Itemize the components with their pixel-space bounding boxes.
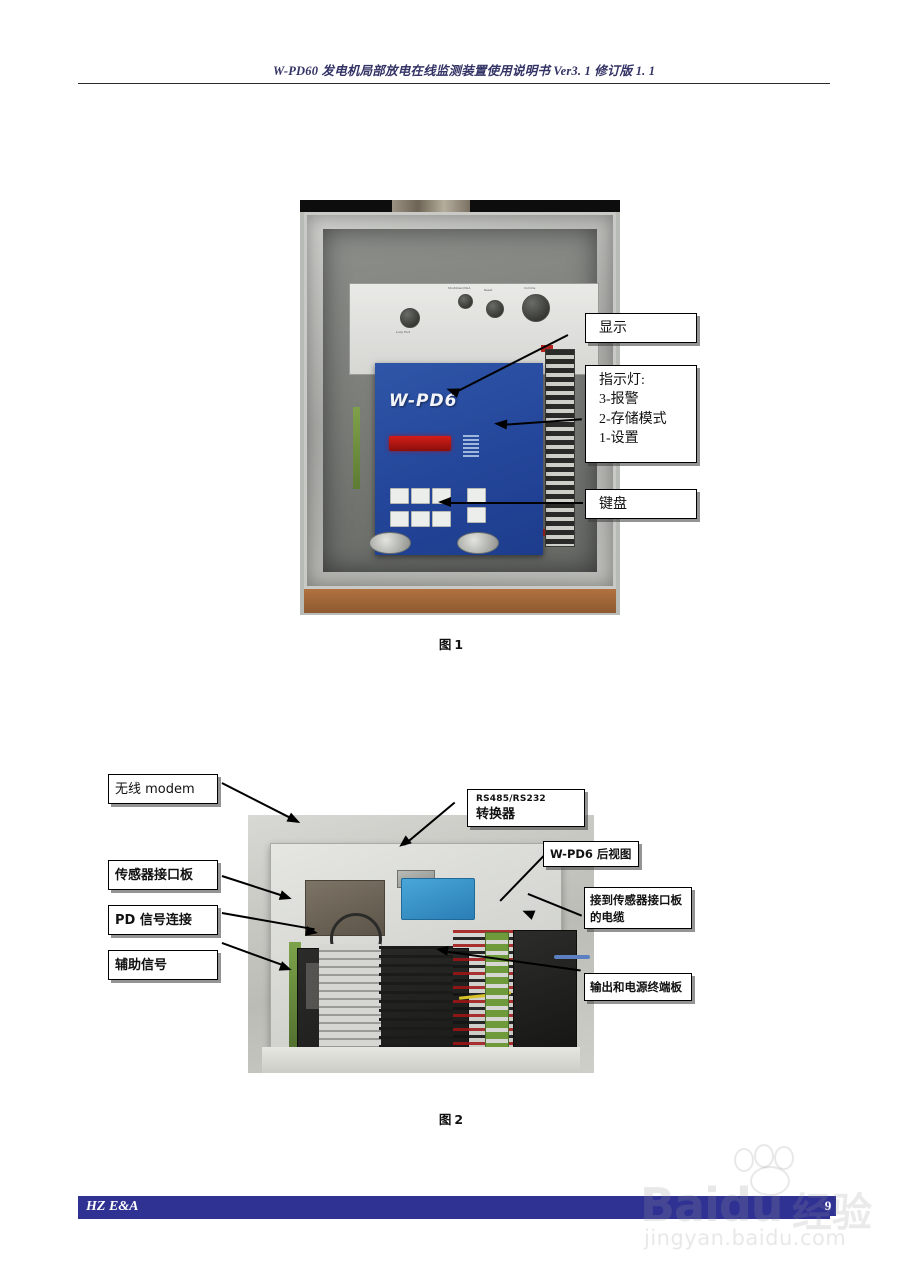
figure-1-caption: 图1 bbox=[0, 634, 905, 653]
header-title: W-PD60 发电机局部放电在线监测装置使用说明书 Ver3. 1 修订版 1.… bbox=[273, 64, 656, 78]
callout-auxiliary-signal-label: 辅助信号 bbox=[115, 958, 168, 973]
callout-pd-signal-connection: PD 信号连接 bbox=[108, 905, 218, 935]
callout-wireless-modem-label: 无线 modem bbox=[115, 782, 195, 797]
arrow-keypad bbox=[438, 497, 451, 507]
callout-pd-signal-connection-label: PD 信号连接 bbox=[115, 913, 192, 928]
figure-2-photo bbox=[248, 815, 594, 1073]
callout-rs-converter-line-2: 转换器 bbox=[476, 807, 516, 823]
callout-indicator-line-4: 1-设置 bbox=[599, 430, 639, 446]
callout-auxiliary-signal: 辅助信号 bbox=[108, 950, 218, 980]
figure-1-caption-prefix: 图 bbox=[438, 637, 455, 652]
callout-wpd6-rear-view: W-PD6 后视图 bbox=[543, 841, 639, 867]
arrow-indicator bbox=[493, 418, 508, 430]
paw-icon bbox=[730, 1144, 816, 1196]
indicator-leds bbox=[463, 435, 485, 457]
callout-sensor-cable: 接到传感器接口板 的电缆 bbox=[584, 887, 692, 929]
callout-indicator-line-3: 2-存储模式 bbox=[599, 411, 667, 427]
callout-sensor-interface-board: 传感器接口板 bbox=[108, 860, 218, 890]
header-divider bbox=[78, 83, 830, 84]
callout-rs-converter: RS485/RS232 转换器 bbox=[467, 789, 585, 827]
callout-wpd6-rear-view-label: W-PD6 后视图 bbox=[550, 847, 632, 861]
leader-line-keypad bbox=[445, 502, 583, 504]
figure-1-caption-number: 1 bbox=[454, 637, 467, 652]
callout-wireless-modem: 无线 modem bbox=[108, 774, 218, 804]
callout-keypad: 键盘 bbox=[585, 489, 697, 519]
device-keypad-right bbox=[467, 487, 486, 526]
device-logo-label: W-PD6 bbox=[389, 391, 458, 411]
device-keypad bbox=[389, 487, 455, 533]
footer-label: HZ E&A bbox=[86, 1199, 139, 1214]
device-display bbox=[389, 436, 451, 451]
figure-2-caption-prefix: 图 bbox=[438, 1112, 455, 1127]
callout-output-power-terminal-board: 输出和电源终端板 bbox=[584, 973, 692, 1001]
figure-1-photo: Shutdown/VGA Reset Comms Loop Port W-PD6 bbox=[300, 200, 620, 615]
page-header: W-PD60 发电机局部放电在线监测装置使用说明书 Ver3. 1 修订版 1.… bbox=[78, 60, 830, 84]
arrow-pd-signal bbox=[305, 926, 319, 938]
callout-keypad-label: 键盘 bbox=[599, 497, 627, 512]
page-number: 9 bbox=[820, 1196, 836, 1216]
callout-sensor-cable-line-2: 的电缆 bbox=[590, 910, 625, 925]
callout-indicator-lights: 指示灯: 3-报警 2-存储模式 1-设置 bbox=[585, 365, 697, 463]
callout-sensor-cable-line-1: 接到传感器接口板 bbox=[590, 893, 682, 907]
watermark-url: jingyan.baidu.com bbox=[644, 1226, 847, 1250]
callout-display: 显示 bbox=[585, 313, 697, 343]
callout-display-label: 显示 bbox=[599, 321, 627, 336]
callout-indicator-line-2: 3-报警 bbox=[599, 392, 639, 408]
page-footer-bar: HZ E&A bbox=[78, 1196, 830, 1219]
callout-sensor-interface-board-label: 传感器接口板 bbox=[115, 868, 194, 883]
callout-output-power-terminal-board-label: 输出和电源终端板 bbox=[590, 980, 682, 994]
arrow-output-terminal bbox=[435, 944, 449, 956]
figure-2-caption: 图2 bbox=[0, 1109, 905, 1128]
callout-rs-converter-line-1: RS485/RS232 bbox=[476, 794, 546, 804]
figure-2-caption-number: 2 bbox=[454, 1112, 467, 1127]
callout-indicator-line-1: 指示灯: bbox=[599, 373, 645, 388]
